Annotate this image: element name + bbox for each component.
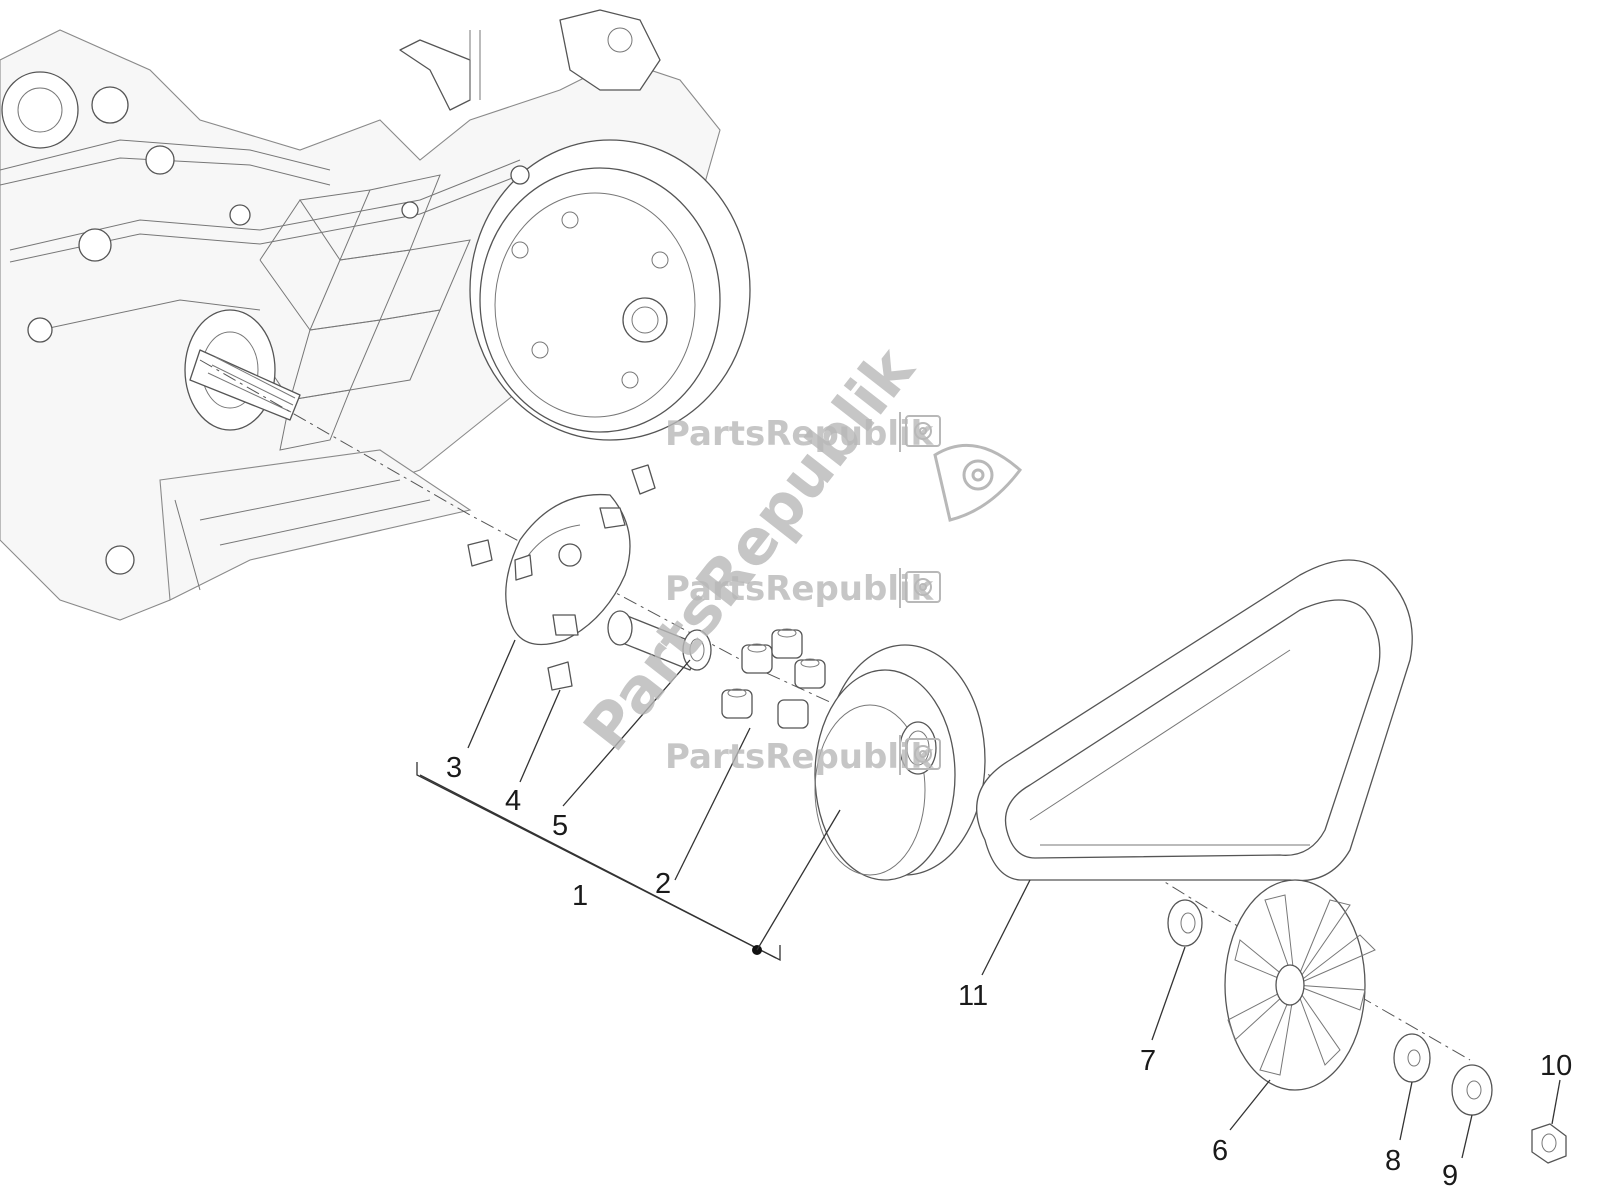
part-6-fan-pulley	[1224, 879, 1376, 1091]
callout-3: 3	[446, 752, 462, 784]
callout-5: 5	[552, 810, 568, 842]
callout-10: 10	[1540, 1050, 1572, 1082]
callout-11: 11	[958, 980, 988, 1012]
part-2-rollers	[721, 628, 826, 729]
callout-1: 1	[572, 880, 588, 912]
watermark-gear-icon	[899, 412, 941, 452]
part-9-washer	[1451, 1064, 1493, 1116]
part-10-nut	[1531, 1123, 1567, 1164]
callout-9: 9	[1442, 1160, 1458, 1192]
watermark-text-3: PartsRepublik	[665, 737, 935, 777]
callout-2: 2	[655, 868, 671, 900]
part-8-washer	[1393, 1033, 1431, 1083]
engine-assembly	[0, 9, 751, 621]
callout-8: 8	[1385, 1145, 1401, 1177]
watermark-gear-icon	[899, 568, 941, 608]
watermark-gear-icon	[899, 735, 941, 775]
part-4-sliders	[467, 464, 656, 691]
part-5-bushing	[607, 610, 712, 671]
watermark-text-1: PartsRepublik	[665, 414, 935, 454]
callout-7: 7	[1140, 1045, 1156, 1077]
watermark-text-2: PartsRepublik	[665, 569, 935, 609]
callout-6: 6	[1212, 1135, 1228, 1167]
part-7-washer	[1167, 899, 1203, 947]
leader-lines	[416, 639, 1561, 1159]
callout-4: 4	[505, 785, 521, 817]
part-3-ramp-plate	[505, 493, 631, 646]
part-11-drive-belt	[976, 559, 1413, 882]
callout-labels: 1 2 3 4 5 6 7 8 9 10 11	[446, 752, 1572, 1192]
watermark-flag-gear-icon	[933, 443, 1023, 522]
